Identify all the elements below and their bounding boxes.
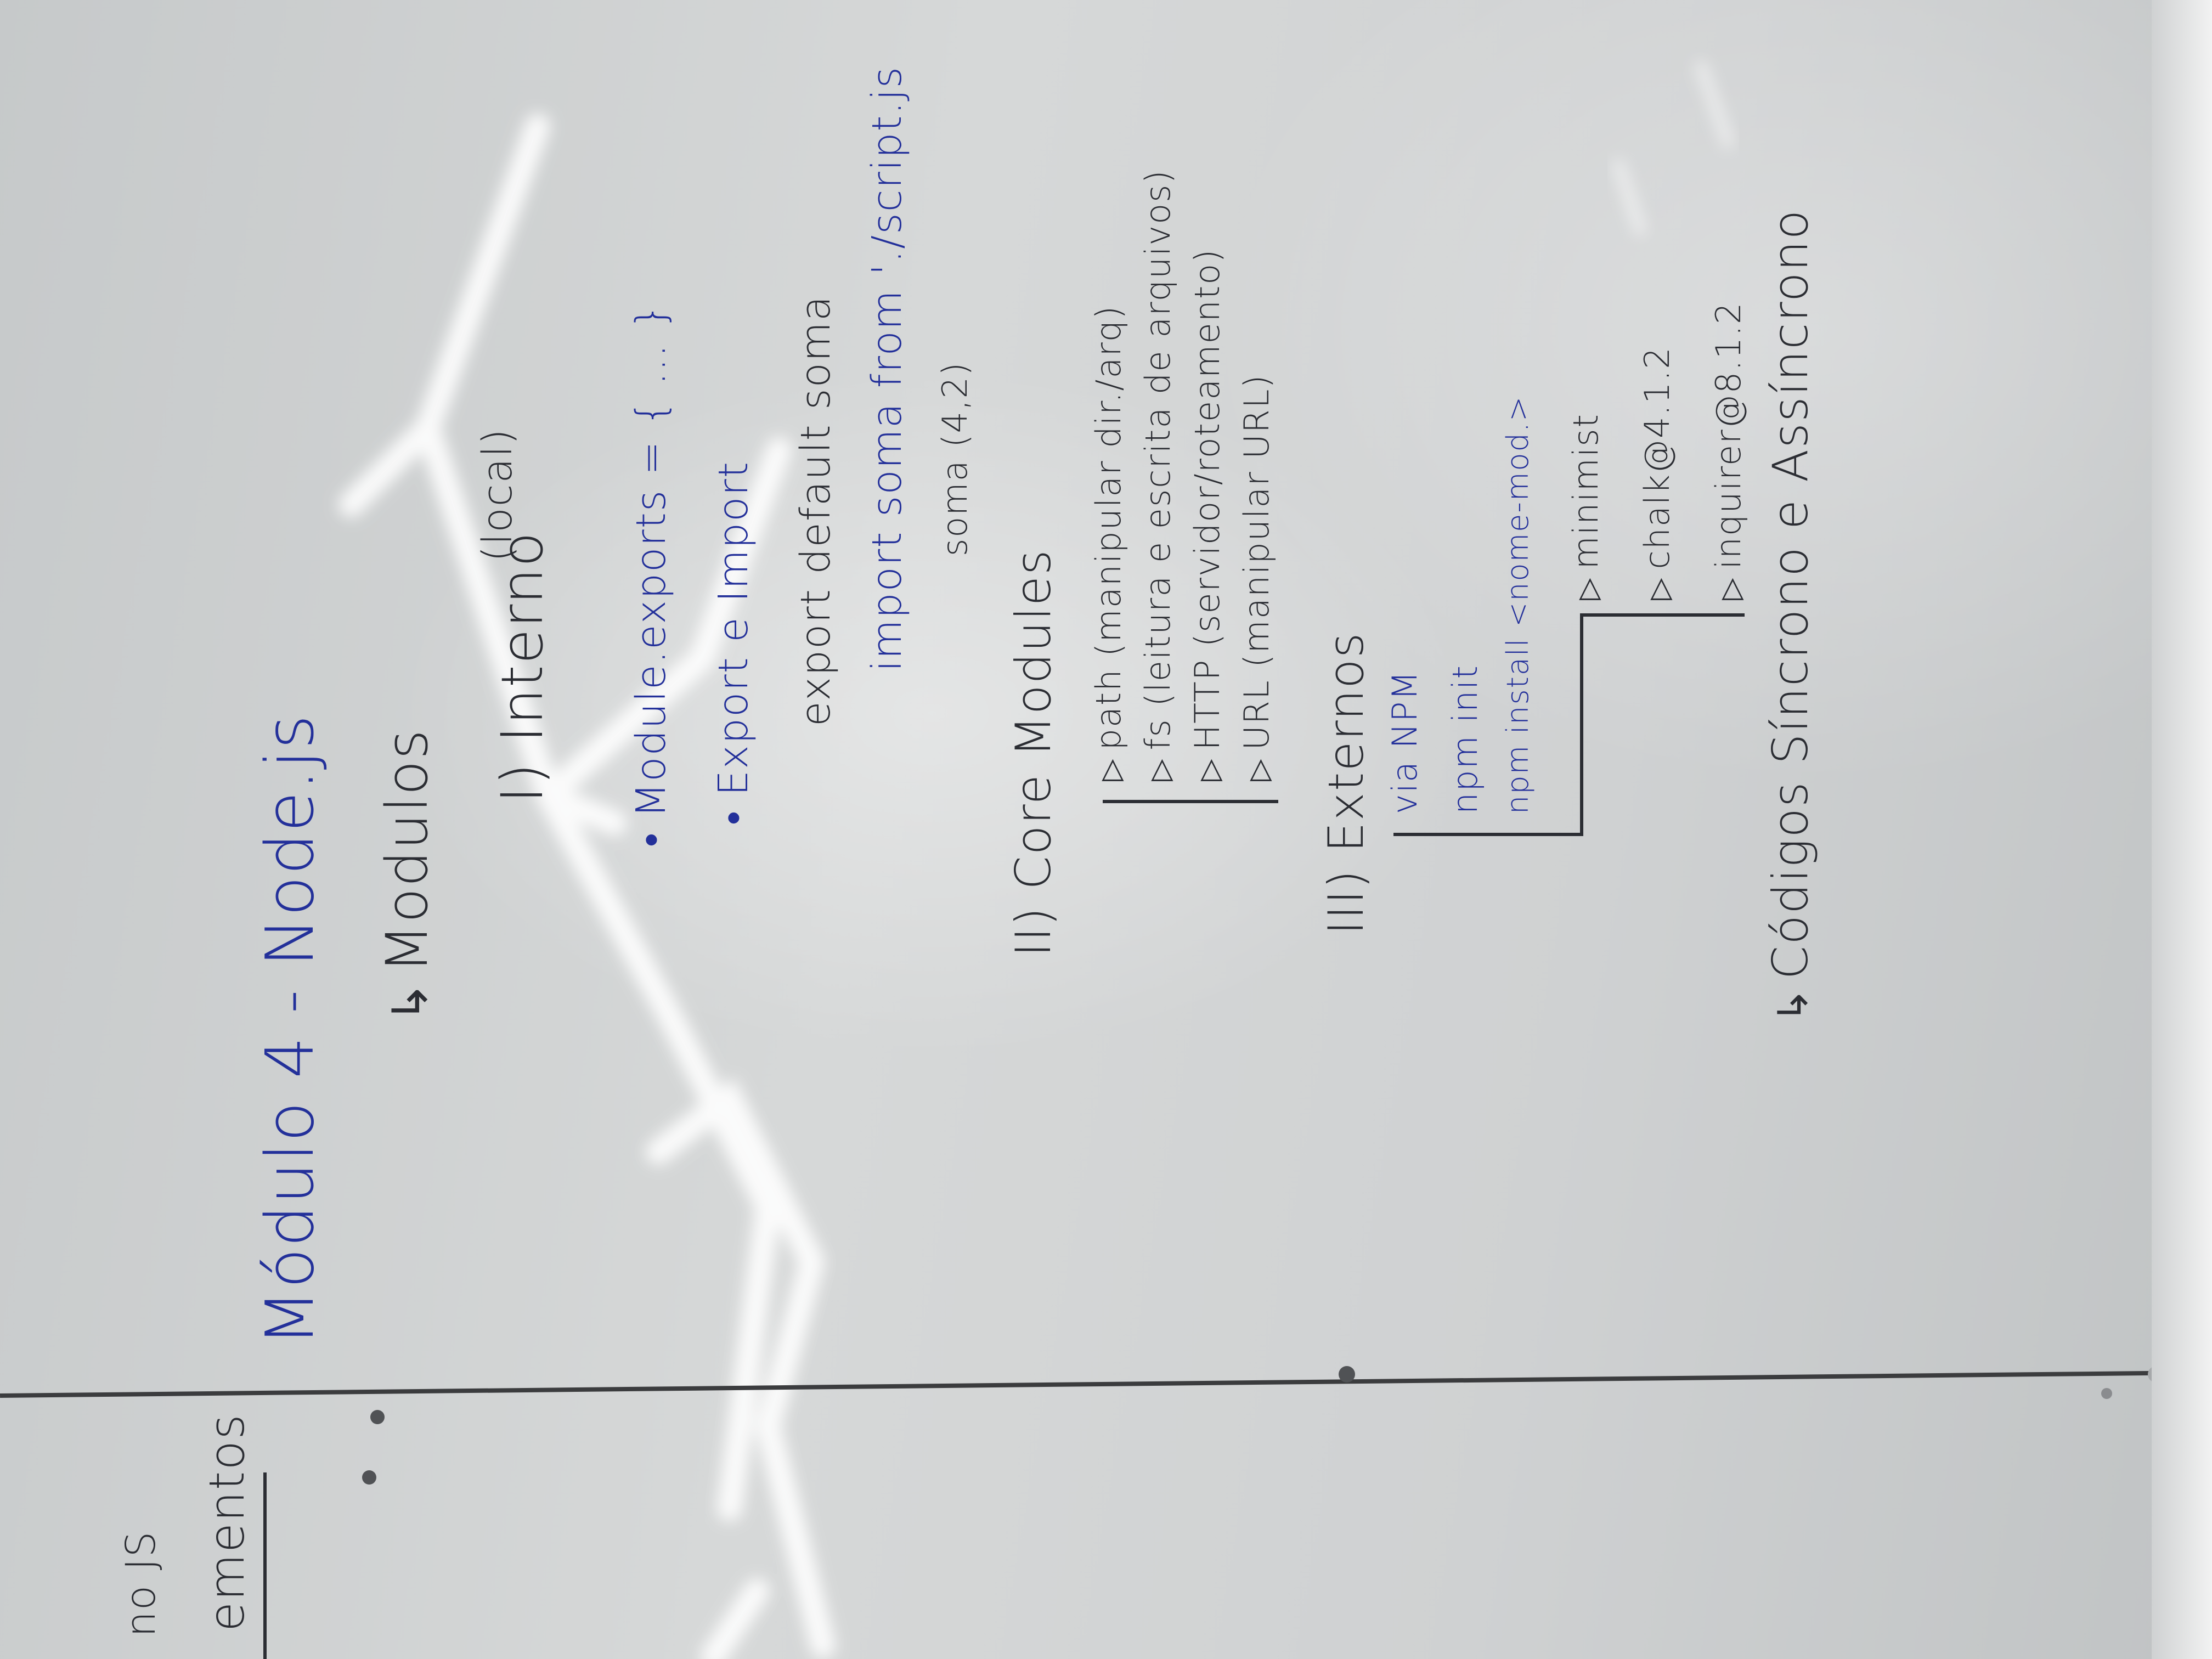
- other-board-underline: [263, 1472, 267, 1659]
- interno-note: (local): [474, 427, 521, 562]
- core-item-http: ▷HTTP (servidor/roteamento): [1187, 248, 1227, 781]
- core-bracket: [1103, 800, 1278, 803]
- externos-label: III) Externos: [1318, 631, 1374, 935]
- externos-hline: [1580, 617, 1583, 836]
- export-import-line: • Export e Import: [710, 461, 757, 825]
- board-screw: [370, 1410, 385, 1424]
- core-item-fs: ▷fs (leitura e escrita de arquivos): [1138, 169, 1178, 781]
- arrow-icon: ▷: [1571, 577, 1605, 600]
- board-screw: [1339, 1366, 1355, 1383]
- section-modulos: ↳Modulos: [374, 728, 441, 1023]
- package-chalk: ▷chalk@4.1.2: [1637, 346, 1677, 600]
- export-default-line: export default soma: [792, 295, 839, 726]
- call-line: soma (4,2): [935, 361, 975, 556]
- board-title: Módulo 4 - Node.js: [252, 713, 329, 1346]
- npm-install: npm install <nome-mod.>: [1500, 395, 1535, 814]
- other-board-line-2: ementos: [199, 1413, 255, 1632]
- core-item-path: ▷path (manipular dir./arq): [1088, 304, 1128, 781]
- arrow-icon: ↳: [1769, 987, 1817, 1023]
- interno-label: I) Interno: [489, 531, 556, 803]
- board-screw: [2101, 1388, 2112, 1399]
- arrow-icon: ▷: [1714, 577, 1747, 600]
- externos-bracket: [1393, 833, 1580, 836]
- arrow-icon: ↳: [382, 980, 438, 1023]
- packages-bracket: [1580, 613, 1745, 617]
- module-exports-line: • Module.exports = { ... }: [628, 302, 675, 847]
- arrow-icon: ▷: [1094, 758, 1127, 781]
- arrow-icon: ▷: [1193, 758, 1226, 781]
- package-inquirer: ▷inquirer@8.1.2: [1708, 301, 1748, 600]
- via-npm: via NPM: [1385, 670, 1425, 814]
- arrow-icon: ▷: [1242, 758, 1276, 781]
- arrow-icon: ▷: [1643, 577, 1676, 600]
- handwriting-area: Módulo 4 - Node.js ↳Modulos I) Interno (…: [0, 13, 1920, 1659]
- package-minimist: ▷minimist: [1566, 413, 1606, 600]
- board-screw: [362, 1470, 376, 1485]
- board-frame: [2152, 0, 2212, 1659]
- import-line: import soma from './script.js: [864, 65, 911, 672]
- arrow-icon: ▷: [1143, 758, 1177, 781]
- core-item-url: ▷URL (manipular URL): [1237, 374, 1277, 781]
- npm-init: npm init: [1445, 664, 1485, 814]
- core-modules-label: II) Core Modules: [1005, 549, 1062, 957]
- other-board-line-1: no JS: [117, 1530, 165, 1638]
- codigos-line: ↳Códigos Síncrono e Assíncrono: [1762, 208, 1819, 1023]
